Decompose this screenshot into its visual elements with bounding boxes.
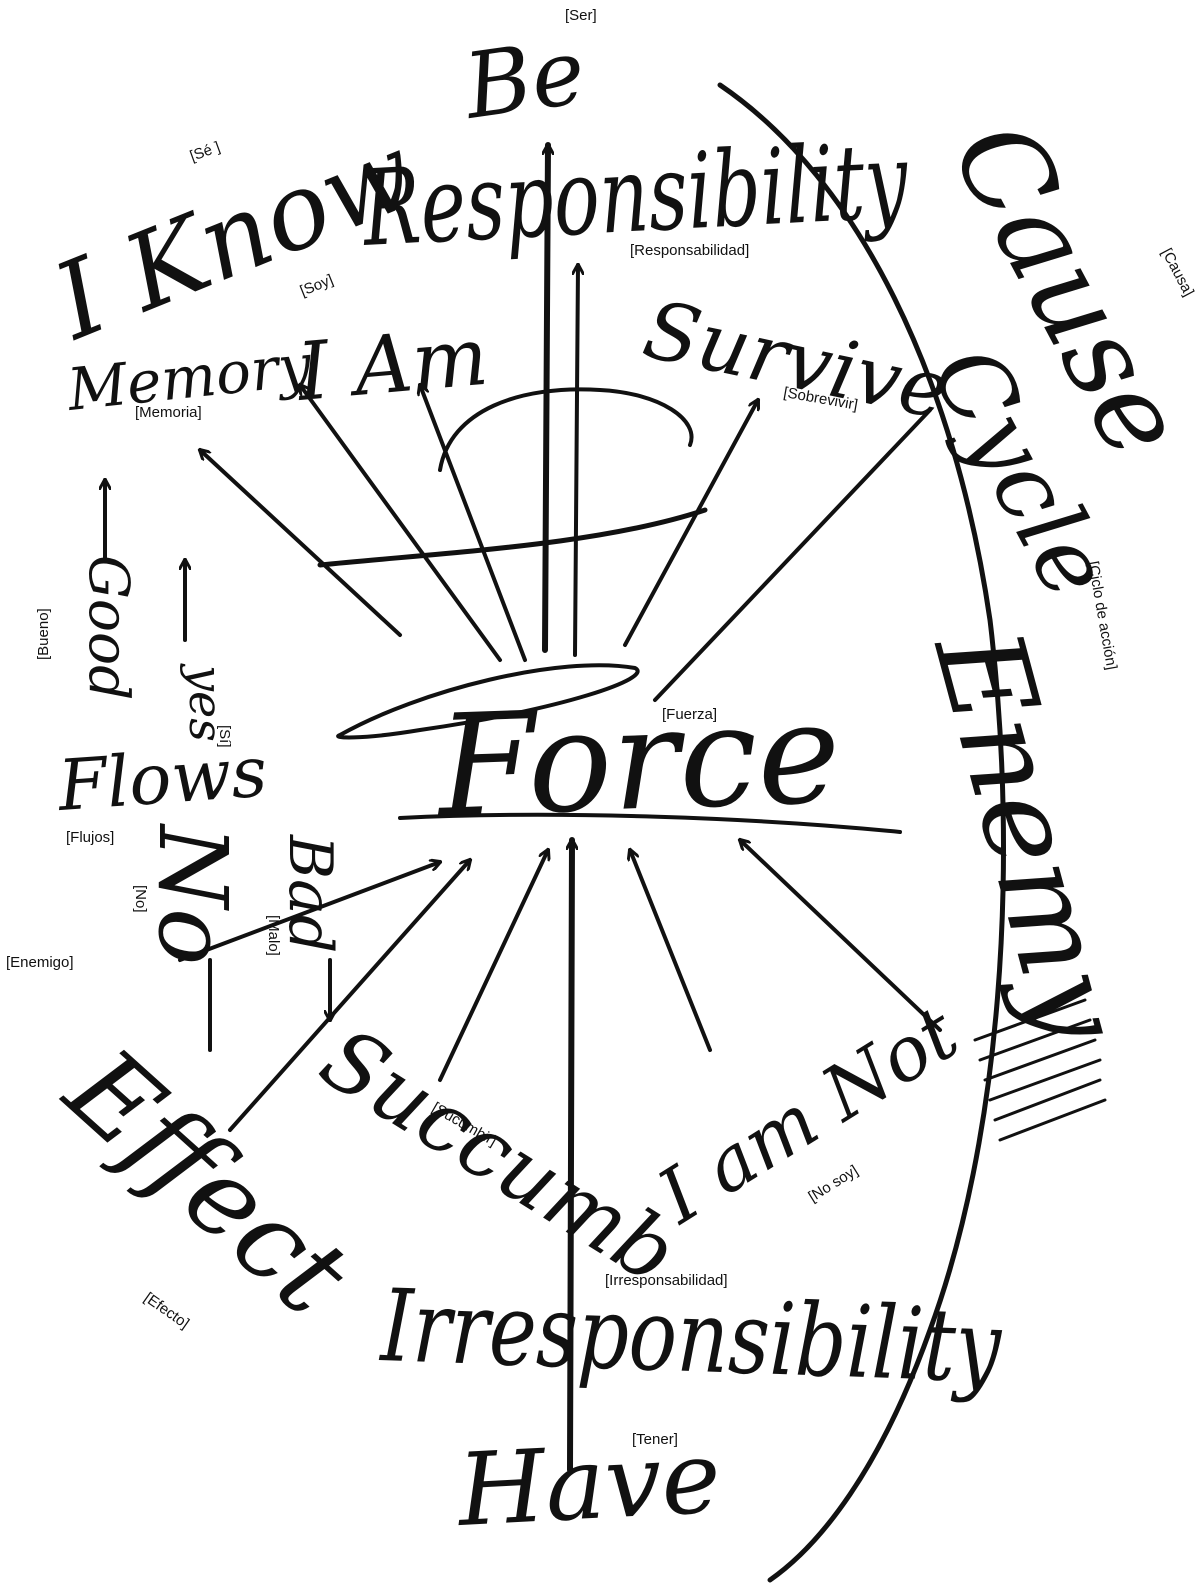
arrow-to-memory (200, 450, 400, 635)
label-si: [Sí] (217, 725, 232, 748)
hw-i-am-not: I am Not (641, 988, 973, 1241)
hw-bad: Bad (275, 834, 345, 953)
hw-enemy: Enemy (906, 615, 1149, 1058)
label-fuerza: [Fuerza] (662, 707, 717, 722)
hw-flows: Flows (53, 731, 269, 828)
arrow-up-responsibility (575, 265, 578, 655)
arrow-from-succumb (440, 850, 548, 1080)
label-flujos: [Flujos] (66, 830, 114, 845)
label-ser: [Ser] (565, 8, 597, 23)
label-irresponsabilidad: [Irresponsabilidad] (605, 1273, 728, 1288)
hw-i-am: I Am (292, 310, 492, 419)
hw-succumb: Succumb (304, 1009, 694, 1304)
label-memoria: [Memoria] (135, 405, 202, 420)
hw-be: Be (456, 19, 591, 140)
crossing-stroke (320, 510, 705, 565)
label-no: [No] (133, 885, 148, 913)
arrow-to-iam (420, 385, 525, 660)
hw-no: No (137, 823, 247, 965)
arrow-from-iamnot (630, 850, 710, 1050)
label-bueno: [Bueno] (36, 608, 51, 660)
hw-survive: Survive (636, 283, 956, 438)
label-tener: [Tener] (632, 1432, 678, 1447)
label-enemigo: [Enemigo] (6, 955, 74, 970)
label-malo: [Malo] (266, 915, 281, 956)
arrow-to-iknow (300, 385, 500, 660)
label-responsabilidad: [Responsabilidad] (630, 243, 749, 258)
hw-have: Have (453, 1418, 723, 1549)
hw-force: Force (432, 672, 842, 849)
hw-good: Good (77, 555, 141, 700)
survive-diagonal (655, 410, 930, 700)
